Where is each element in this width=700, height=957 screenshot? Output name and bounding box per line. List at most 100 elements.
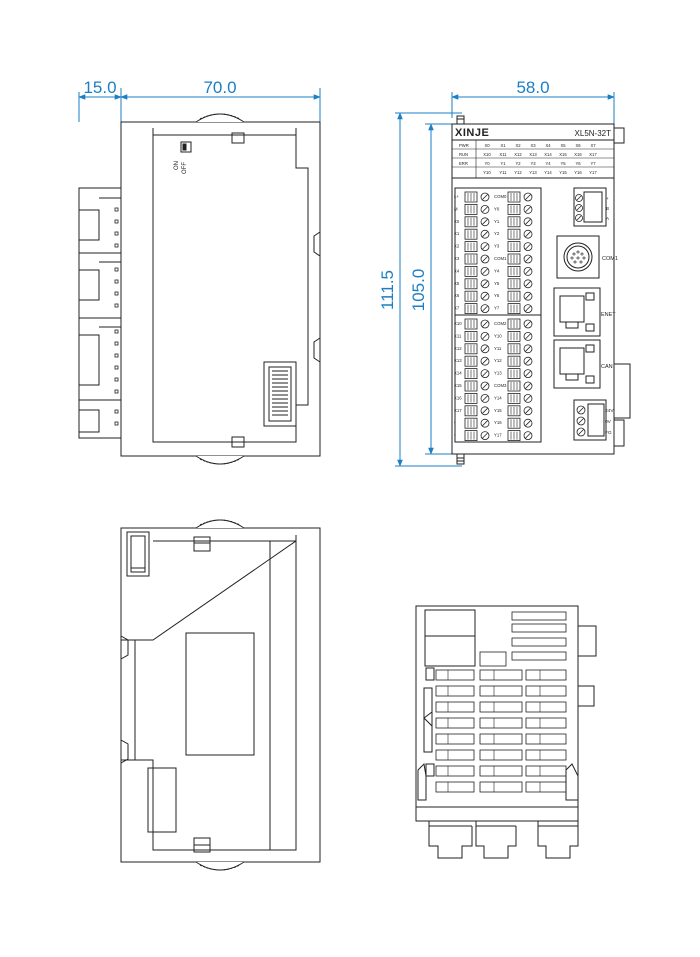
bottom-row-left: [435, 733, 475, 745]
bottom-row-right: [525, 765, 567, 777]
terminal-slot: [507, 330, 521, 342]
terminal-slot: [507, 241, 521, 253]
rs485-label: B: [606, 206, 609, 211]
terminal-label: Y1: [494, 219, 500, 224]
terminal-label: Y2: [494, 231, 500, 236]
terminal-label: L+: [454, 194, 459, 199]
terminal-slot: [507, 303, 521, 315]
terminal-screw-slot: [482, 268, 488, 275]
terminal-slot: [464, 380, 478, 392]
com-port-pin: [580, 252, 584, 256]
terminal-label: Y6: [494, 293, 500, 298]
terminal-slot: [464, 278, 478, 290]
rs485-screw: [575, 214, 583, 222]
rs485-screw-slot: [576, 215, 582, 221]
terminal-screw-slot: [525, 305, 531, 312]
power-screw-slot: [578, 418, 584, 424]
terminal-screw-slot: [482, 305, 488, 312]
terminal-screw-slot: [525, 293, 531, 299]
terminal-slot: [464, 430, 478, 442]
terminal-screw-slot: [482, 432, 488, 439]
terminal-screw-slot: [482, 293, 488, 299]
led-io-label: X5: [560, 143, 566, 148]
terminal-screw: [480, 242, 490, 252]
terminal-screw-slot: [482, 281, 488, 287]
terminal-label: Y3: [494, 244, 500, 249]
terminal-screw: [480, 406, 490, 416]
bottom-row-right: [525, 781, 567, 793]
led-status-label: PWR: [459, 143, 469, 148]
terminal-screw: [480, 192, 490, 202]
led-io-label: Y10: [483, 170, 491, 175]
terminal-screw-slot: [525, 408, 531, 414]
led-io-label: Y17: [589, 170, 597, 175]
terminal-slot: [464, 290, 478, 302]
led-io-label: Y11: [499, 170, 507, 175]
terminal-screw: [523, 242, 533, 252]
led-io-label: X10: [483, 152, 491, 157]
terminal-slot: [464, 228, 478, 240]
led-io-label: Y16: [574, 170, 582, 175]
terminal-label: X3: [454, 256, 460, 261]
terminal-screw: [523, 229, 533, 239]
terminal-slot: [507, 405, 521, 417]
terminal-screw: [523, 356, 533, 366]
dim-side-width: 70.0: [203, 78, 236, 97]
terminal-label: COM0: [494, 194, 507, 199]
side-view: [78, 113, 321, 465]
terminal-slot: [507, 290, 521, 302]
terminal-slot: [464, 318, 478, 330]
terminal-screw-slot: [525, 268, 531, 275]
terminal-label: X7: [454, 306, 460, 311]
terminal-screw: [480, 279, 490, 289]
terminal-screw: [480, 217, 490, 227]
terminal-screw: [480, 229, 490, 239]
terminal-label: •: [454, 433, 456, 438]
terminal-slot: [507, 265, 521, 277]
com-port-pin: [576, 256, 580, 260]
power-label: 0V: [605, 419, 612, 425]
led-io-label: X2: [515, 143, 521, 148]
terminal-label: X0: [454, 219, 460, 224]
bottom-top-slot: [511, 623, 567, 633]
bottom-top-slot: [479, 651, 507, 667]
bottom-row-left: [435, 749, 475, 761]
terminal-screw-slot: [482, 395, 488, 402]
terminal-screw: [523, 254, 533, 264]
terminal-screw: [523, 279, 533, 289]
bottom-view: [415, 605, 597, 859]
terminal-screw: [480, 369, 490, 379]
terminal-label: X14: [454, 371, 462, 376]
bottom-row-left: [435, 717, 475, 729]
terminal-slot: [464, 368, 478, 380]
terminal-screw-slot: [482, 370, 488, 377]
terminal-screw-slot: [525, 256, 531, 262]
rs485-screw-slot: [576, 195, 582, 201]
terminal-label: COM3: [494, 383, 507, 388]
terminal-screw: [480, 393, 490, 403]
enet-port-label: ENET: [601, 312, 616, 318]
terminal-slot: [464, 216, 478, 228]
terminal-label: COM2: [494, 321, 507, 326]
terminal-screw-slot: [482, 243, 488, 250]
terminal-label: Y10: [494, 333, 502, 338]
side-terminal-holes: [114, 207, 119, 426]
terminal-label: X15: [454, 383, 462, 388]
terminal-label: Y16: [494, 420, 502, 425]
terminal-screw: [480, 344, 490, 354]
led-io-label: X6: [575, 143, 581, 148]
terminal-screw-slot: [482, 219, 488, 225]
terminal-screw-slot: [525, 432, 531, 439]
terminal-label: X5: [454, 281, 460, 286]
bottom-row-right: [525, 717, 567, 729]
power-screw-slot: [578, 429, 584, 435]
terminal-slot: [464, 203, 478, 215]
terminal-screw-slot: [525, 346, 531, 352]
rs485-label: A: [606, 216, 609, 221]
power-screw: [576, 427, 586, 437]
terminal-label: X10: [454, 321, 462, 326]
terminal-slot: [507, 368, 521, 380]
terminal-screw-slot: [525, 358, 531, 364]
power-screw: [576, 405, 586, 415]
